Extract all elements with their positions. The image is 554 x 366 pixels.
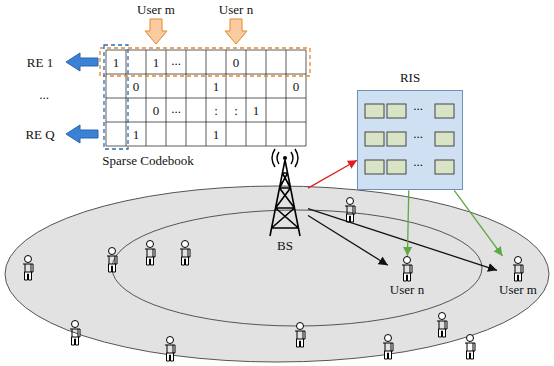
user-label: User n — [219, 3, 253, 16]
base-station: BS — [262, 148, 308, 254]
user-label: User m — [137, 3, 175, 16]
node-label: RIS — [398, 70, 422, 86]
re-arrow — [66, 53, 98, 71]
ris-panel: RIS — [357, 70, 463, 190]
user-icon — [399, 256, 415, 282]
node-label: User m — [497, 282, 539, 298]
matrix-cell: : — [234, 104, 238, 117]
node-label: User n — [388, 282, 426, 298]
link-arrow — [308, 215, 388, 265]
node-label: BS — [275, 238, 295, 254]
user-icon — [510, 256, 526, 282]
codebook-grid — [106, 50, 306, 146]
matrix-cell: 0 — [233, 56, 240, 69]
ellipsis: ... — [413, 99, 423, 112]
tower-drawing — [262, 148, 308, 238]
re-label: RE 1 — [27, 56, 53, 69]
user-arrow — [145, 19, 167, 44]
matrix-cell: 0 — [153, 104, 160, 117]
link-arrow — [407, 190, 408, 256]
matrix-cell: ... — [171, 54, 181, 67]
ellipsis: ... — [413, 155, 423, 168]
re-label: RE Q — [25, 128, 54, 141]
row-highlight — [100, 48, 310, 76]
matrix-cell: 1 — [113, 56, 120, 69]
user-node: User m — [497, 256, 539, 298]
matrix-cell: 0 — [133, 80, 140, 93]
link-arrow — [454, 190, 502, 256]
ellipsis: ... — [39, 88, 49, 101]
matrix-cell: 1 — [253, 104, 260, 117]
matrix-cell: 1 — [213, 128, 220, 141]
outer-cell — [5, 186, 549, 362]
link-arrow — [308, 209, 497, 271]
ellipsis: ... — [413, 127, 423, 140]
user-node: User n — [388, 256, 426, 298]
users — [23, 198, 475, 362]
column-highlight — [104, 45, 128, 149]
user-arrow — [225, 19, 247, 44]
matrix-cell: 1 — [213, 80, 220, 93]
matrix-cell: 1 — [133, 128, 140, 141]
caption-label: Sparse Codebook — [102, 154, 193, 167]
matrix-cell: : — [214, 104, 218, 117]
matrix-cell: ... — [171, 102, 181, 115]
link-arrow — [308, 160, 357, 188]
matrix-cell: 1 — [153, 56, 160, 69]
re-arrow — [66, 125, 98, 143]
matrix-cell: 0 — [293, 80, 300, 93]
ris-panel-drawing — [357, 90, 463, 190]
